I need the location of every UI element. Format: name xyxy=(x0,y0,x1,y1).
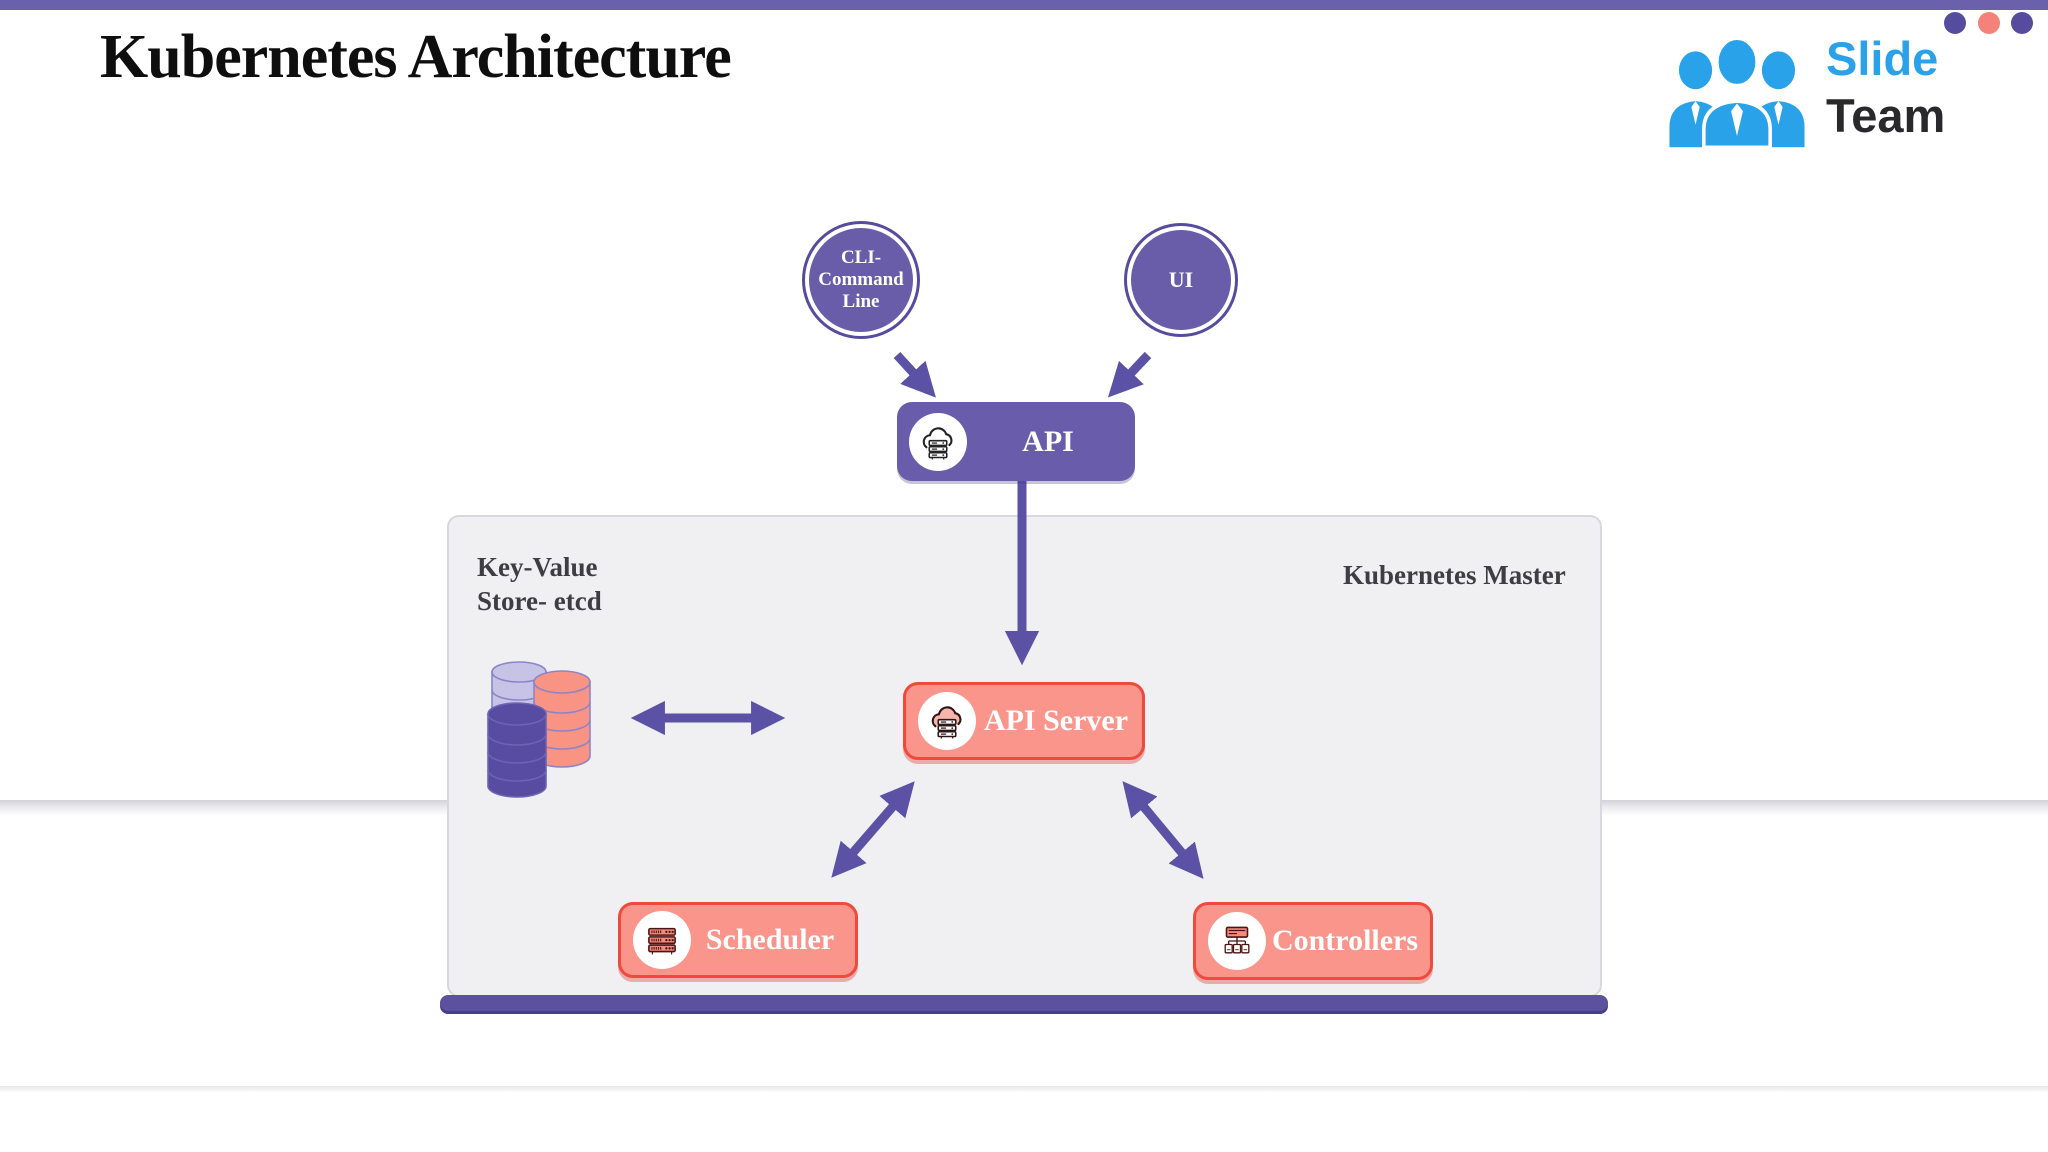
decor-dot-purple-1 xyxy=(1944,12,1966,34)
controllers-node: Controllers xyxy=(1193,902,1433,980)
team-people-icon xyxy=(1669,36,1805,150)
api-icon-badge xyxy=(909,412,967,471)
ui-label: UI xyxy=(1131,230,1231,330)
ui-node: UI xyxy=(1124,223,1238,337)
controllers-label: Controllers xyxy=(1271,924,1419,957)
cloud-server-icon xyxy=(931,706,962,739)
arrow-ui-to-api xyxy=(1107,351,1152,398)
etcd-label-line1: Key-Value xyxy=(477,552,598,582)
api-server-icon-badge xyxy=(918,692,976,750)
database-cylinders-icon xyxy=(487,661,591,798)
kubernetes-master-bottom-bar xyxy=(440,995,1608,1011)
bottom-edge-line xyxy=(0,1086,2048,1093)
api-node: API xyxy=(897,402,1135,481)
arrow-cli-to-api xyxy=(893,351,936,398)
kubernetes-master-label: Kubernetes Master xyxy=(1343,560,1566,590)
brand-slide-text: Slide xyxy=(1826,32,1939,85)
etcd-store-label: Key-Value Store- etcd xyxy=(477,550,602,618)
scheduler-node: Scheduler xyxy=(618,902,858,978)
top-accent-bar xyxy=(0,0,2048,10)
brand-team-text: Team xyxy=(1826,89,1946,142)
api-server-label: API Server xyxy=(983,704,1129,737)
brand-logo-text: Slide Team xyxy=(1826,30,1945,144)
controllers-icon-badge xyxy=(1208,912,1266,970)
cli-command-line-label: CLI- Command Line xyxy=(809,228,913,332)
etcd-label-line2: Store- etcd xyxy=(477,586,602,616)
cloud-server-icon xyxy=(922,426,953,459)
scheduler-icon-badge xyxy=(633,911,691,969)
decor-dot-purple-2 xyxy=(2011,12,2033,34)
cli-command-line-node: CLI- Command Line xyxy=(802,221,920,339)
decor-dot-salmon xyxy=(1978,12,2000,34)
server-rack-icon xyxy=(648,927,676,955)
api-server-node: API Server xyxy=(903,682,1145,760)
api-label: API xyxy=(1022,424,1074,458)
scheduler-label: Scheduler xyxy=(705,923,835,956)
page-title: Kubernetes Architecture xyxy=(100,23,732,91)
controller-tree-icon xyxy=(1224,926,1250,954)
